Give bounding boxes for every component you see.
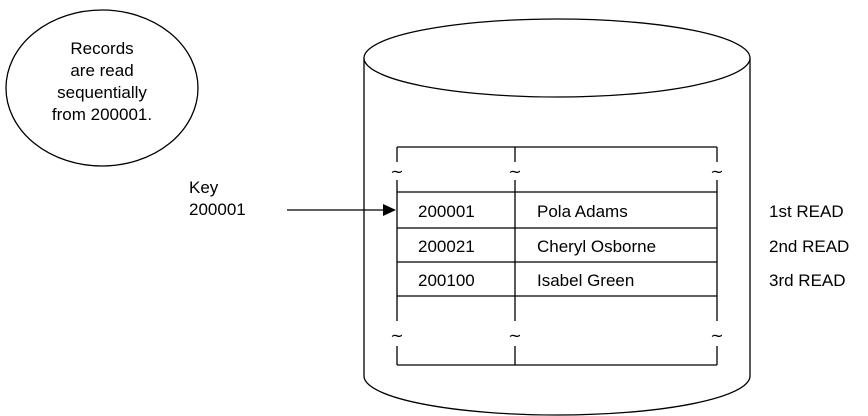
callout-line-2: are read (70, 61, 133, 80)
key-label: Key 200001 (189, 178, 246, 219)
record-key: 200100 (418, 271, 475, 290)
record-key: 200021 (418, 237, 475, 256)
read-order-label: 1st READ (769, 202, 844, 221)
record-table: ~ ~ ~ ~ ~ ~ 200001 Pola Adams 200021 Che… (390, 146, 724, 366)
table-row: 200021 Cheryl Osborne (418, 237, 656, 256)
break-mark: ~ (710, 326, 723, 345)
break-mark: ~ (508, 326, 521, 345)
read-order-labels: 1st READ 2nd READ 3rd READ (769, 202, 849, 290)
key-label-line-1: Key (189, 178, 219, 197)
record-name: Pola Adams (537, 202, 628, 221)
callout-line-3: sequentially (57, 83, 147, 102)
key-label-line-2: 200001 (189, 200, 246, 219)
break-mark: ~ (508, 162, 521, 181)
key-arrow-head (383, 204, 396, 216)
break-mark: ~ (390, 326, 403, 345)
callout-line-1: Records (70, 39, 133, 58)
callout-ellipse (5, 9, 199, 167)
read-order-label: 2nd READ (769, 237, 849, 256)
record-name: Cheryl Osborne (537, 237, 656, 256)
break-mark: ~ (710, 162, 723, 181)
record-key: 200001 (418, 202, 475, 221)
cylinder-top (363, 18, 751, 98)
key-arrow (287, 204, 396, 216)
read-order-label: 3rd READ (769, 271, 846, 290)
callout-bubble: Records are read sequentially from 20000… (5, 9, 199, 167)
table-row: 200001 Pola Adams (418, 202, 628, 221)
table-row: 200100 Isabel Green (418, 271, 634, 290)
cylinder-body (363, 58, 751, 416)
database-cylinder (363, 18, 751, 416)
record-name: Isabel Green (537, 271, 634, 290)
break-mark: ~ (390, 162, 403, 181)
callout-line-4: from 200001. (52, 105, 152, 124)
